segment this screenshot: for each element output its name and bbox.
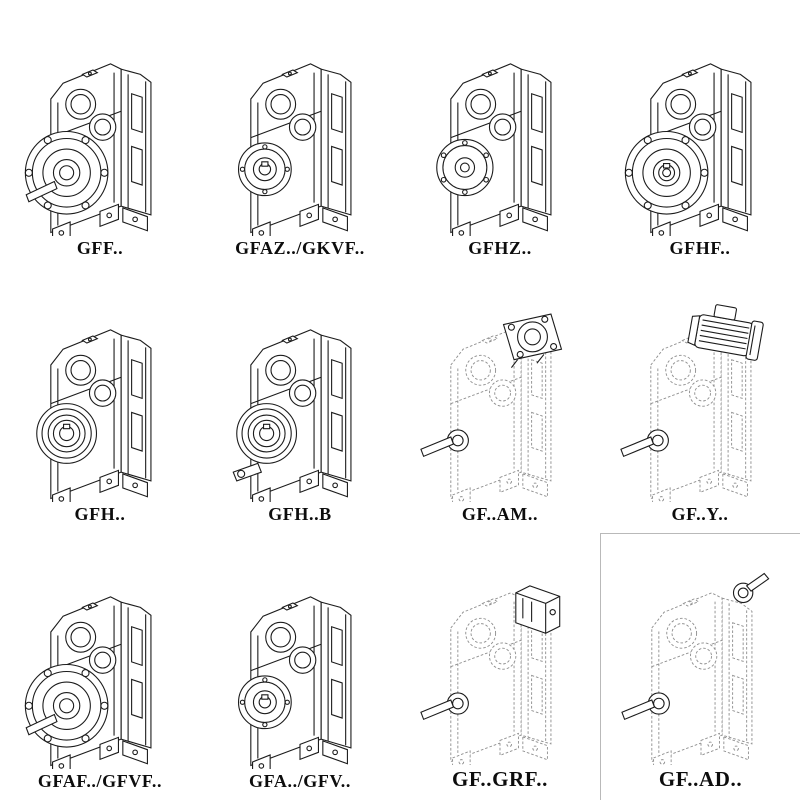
catalog-cell: GFHZ.. — [400, 0, 600, 267]
model-label: GFAZ../GKVF.. — [235, 237, 365, 258]
catalog-cell: GFF.. — [0, 0, 200, 267]
gearbox-phantom-input-shaft-drawing — [620, 572, 769, 765]
model-label: GFHZ.. — [468, 237, 532, 258]
model-label: GFF.. — [76, 237, 124, 258]
catalog-cell: GFA../GFV.. — [200, 533, 400, 800]
catalog-cell: GFH..B — [200, 267, 400, 534]
gearbox-phantom-adapter-box-drawing — [420, 585, 561, 765]
catalog-cell: GFH.. — [0, 267, 200, 534]
gearbox-hollow-shaft-cover-drawing — [436, 62, 552, 236]
model-label: GF..AM.. — [461, 504, 539, 525]
catalog-cell: GF..Y.. — [600, 267, 800, 534]
gearbox-flange-solid-shaft-drawing — [24, 596, 152, 769]
catalog-cell: GFAF../GFVF.. — [0, 533, 200, 800]
gearbox-phantom-iec-adapter-drawing — [420, 313, 563, 503]
model-label: GF..GRF.. — [451, 766, 549, 791]
catalog-cell: GF..AM.. — [400, 267, 600, 534]
catalog-cell: GFHF.. — [600, 0, 800, 267]
model-label: GFH..B — [268, 504, 332, 525]
model-label: GFAF../GFVF.. — [37, 770, 163, 791]
gearbox-hollow-shaft-torque-arm-drawing — [232, 329, 352, 503]
catalog-cell: GF..GRF.. — [400, 533, 600, 800]
model-label: GF..Y.. — [671, 504, 729, 525]
model-label: GFH.. — [74, 504, 126, 525]
model-label: GFHF.. — [669, 237, 731, 258]
catalog-cell: GF..AD.. — [600, 533, 800, 800]
model-label: GFA../GFV.. — [249, 770, 351, 791]
gearbox-hollow-shaft-drawing — [237, 62, 352, 236]
gearbox-hollow-shaft-bearing-drawing — [36, 329, 152, 503]
gearbox-phantom-motor-drawing — [620, 300, 766, 503]
gearbox-flange-solid-shaft-drawing — [24, 62, 152, 236]
gearbox-flange-hollow-shaft-drawing — [624, 62, 752, 236]
model-label: GF..AD.. — [658, 766, 743, 791]
catalog-cell: GFAZ../GKVF.. — [200, 0, 400, 267]
gearbox-hollow-shaft-drawing — [237, 596, 352, 769]
